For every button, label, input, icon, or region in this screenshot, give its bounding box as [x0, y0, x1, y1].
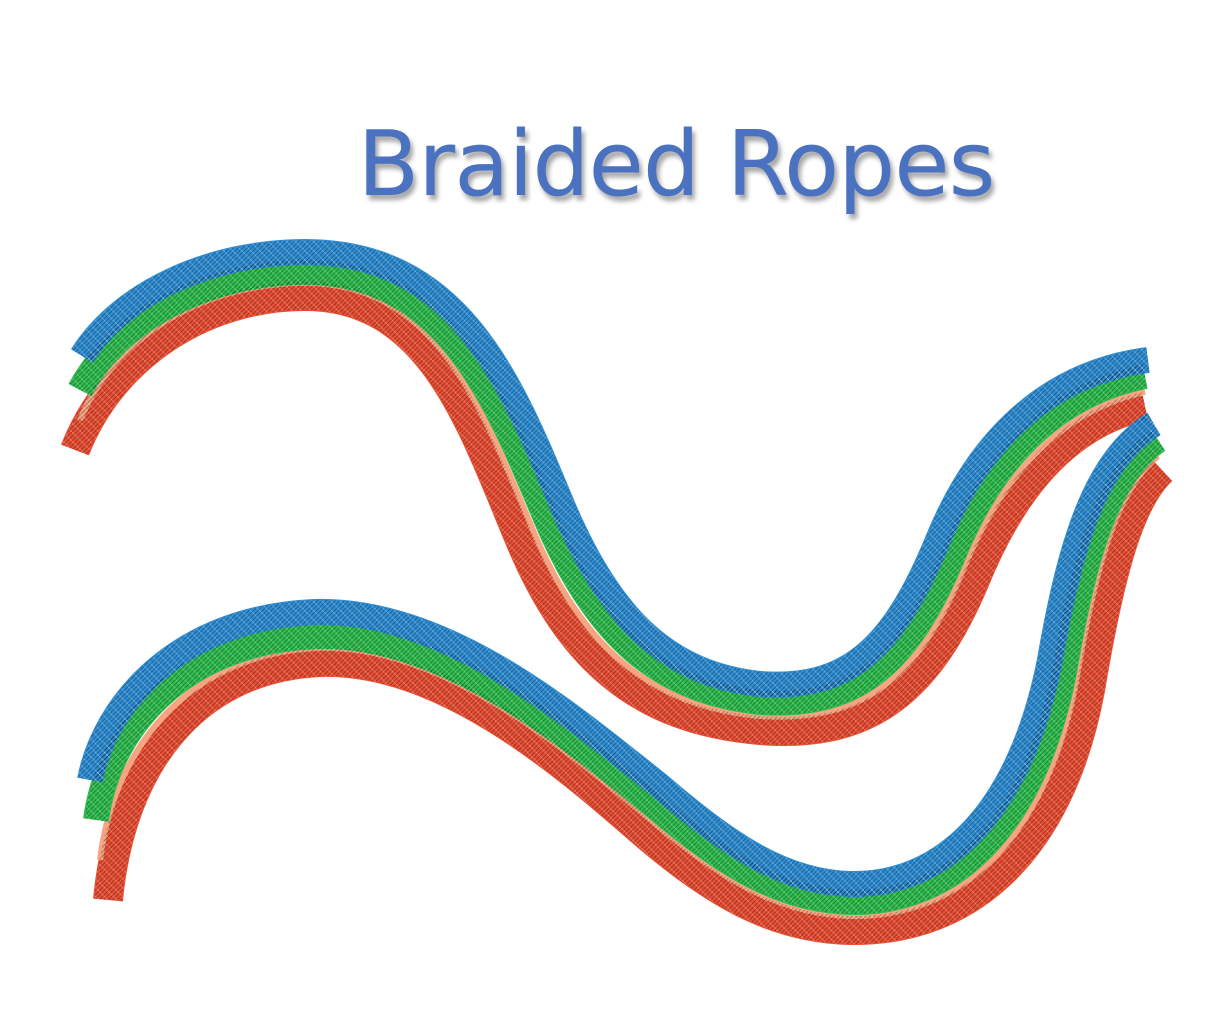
braid-texture — [61, 239, 1173, 945]
lower-rope-red-strand-texture — [94, 459, 1173, 945]
lower-rope-core — [97, 453, 1160, 920]
upper-rope-red-strand-texture — [61, 281, 1149, 745]
upper-rope-green-strand-texture — [69, 259, 1148, 715]
lower-rope-blue-strand-texture — [78, 413, 1161, 897]
slide-title: Braided Ropes — [357, 112, 995, 217]
lower-rope-green-strand-texture — [84, 430, 1166, 915]
upper-rope-blue-strand-texture — [71, 239, 1150, 697]
